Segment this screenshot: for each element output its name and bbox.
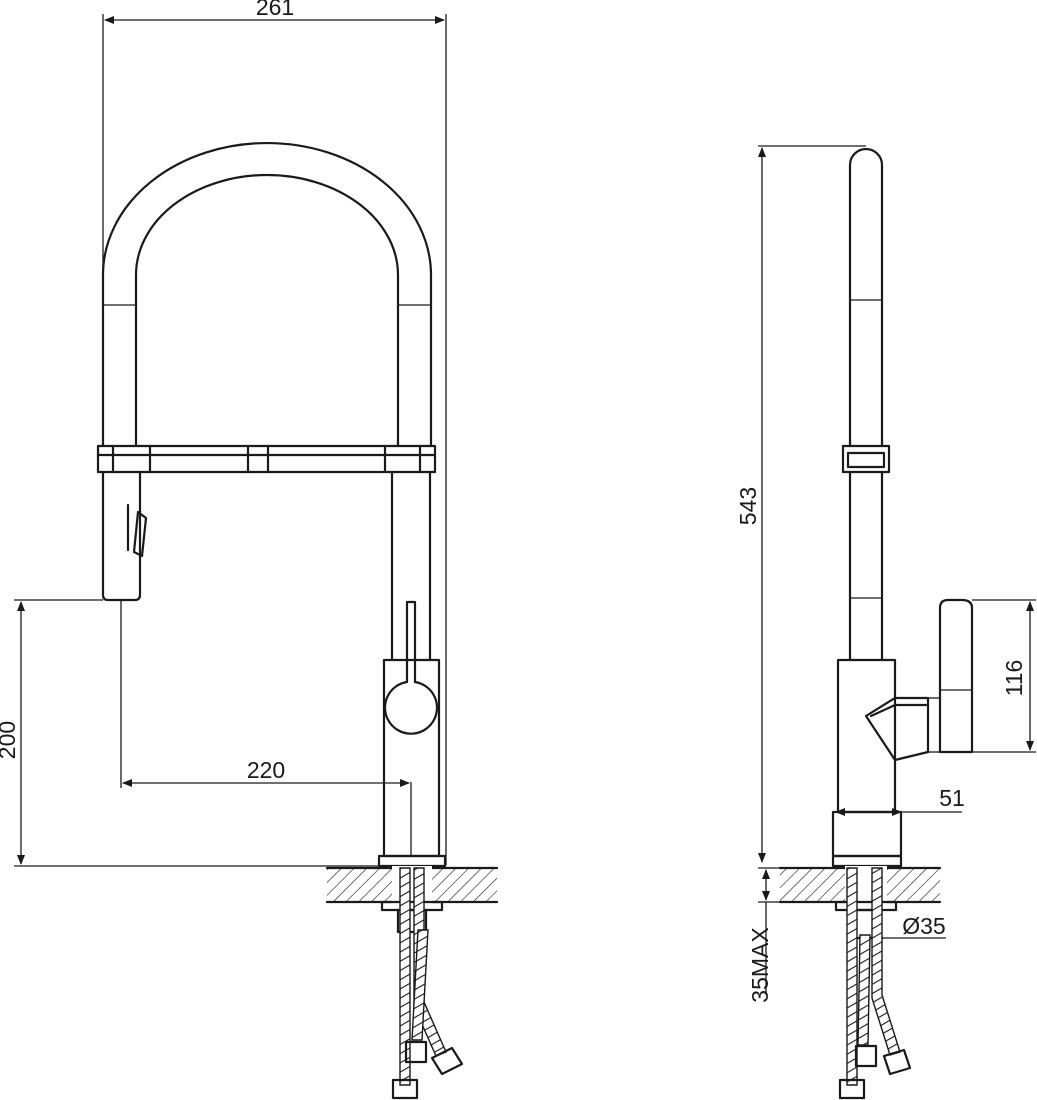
deck-thickness-label: 35MAX [747,927,773,1002]
side-spout-upper [848,147,884,448]
countertop-hole [392,866,432,904]
lever-stem [405,600,417,684]
front-view: 261 200 [0,0,499,1100]
spray-holder-bar [96,444,437,474]
base-width-label: 51 [939,785,965,811]
lever-cartridge-circle [383,680,439,735]
mount-shank [396,908,428,934]
hose-nut-left [391,1078,419,1100]
arched-hose-outer [101,141,433,447]
side-hose-nut-left [838,1078,866,1100]
spout-height-label: 200 [0,721,20,759]
side-handle [938,598,974,754]
hose-braid-left [399,867,411,1086]
hose-nut-right [430,1046,464,1076]
side-body [836,658,897,814]
hole-diameter-label: Ø35 [902,913,945,939]
side-base-plate [831,854,903,868]
hose-nut-center [404,1040,428,1064]
faucet-base [377,854,447,868]
width-dimension-label: 261 [256,0,294,20]
side-lever-housing-edge [869,703,928,718]
spray-trigger-icon [132,510,148,558]
side-view: 543 116 51 [735,145,1036,1100]
side-base-ring [831,810,903,858]
side-collar-inner [846,451,886,469]
side-hose-nut-center [854,1044,878,1068]
side-hose-nut-right [882,1048,912,1076]
side-hose-braid-left [846,867,858,1086]
handle-height-label: 116 [1001,660,1027,697]
side-collar [841,444,891,474]
spray-head [101,470,142,602]
arched-hose-inner [134,173,400,447]
height-dimension-label: 543 [735,487,761,525]
side-lever-housing [864,696,930,762]
reach-dimension-label: 220 [247,757,285,783]
side-hose-braid-center [857,934,871,1046]
hose-braid-center [411,929,429,1041]
